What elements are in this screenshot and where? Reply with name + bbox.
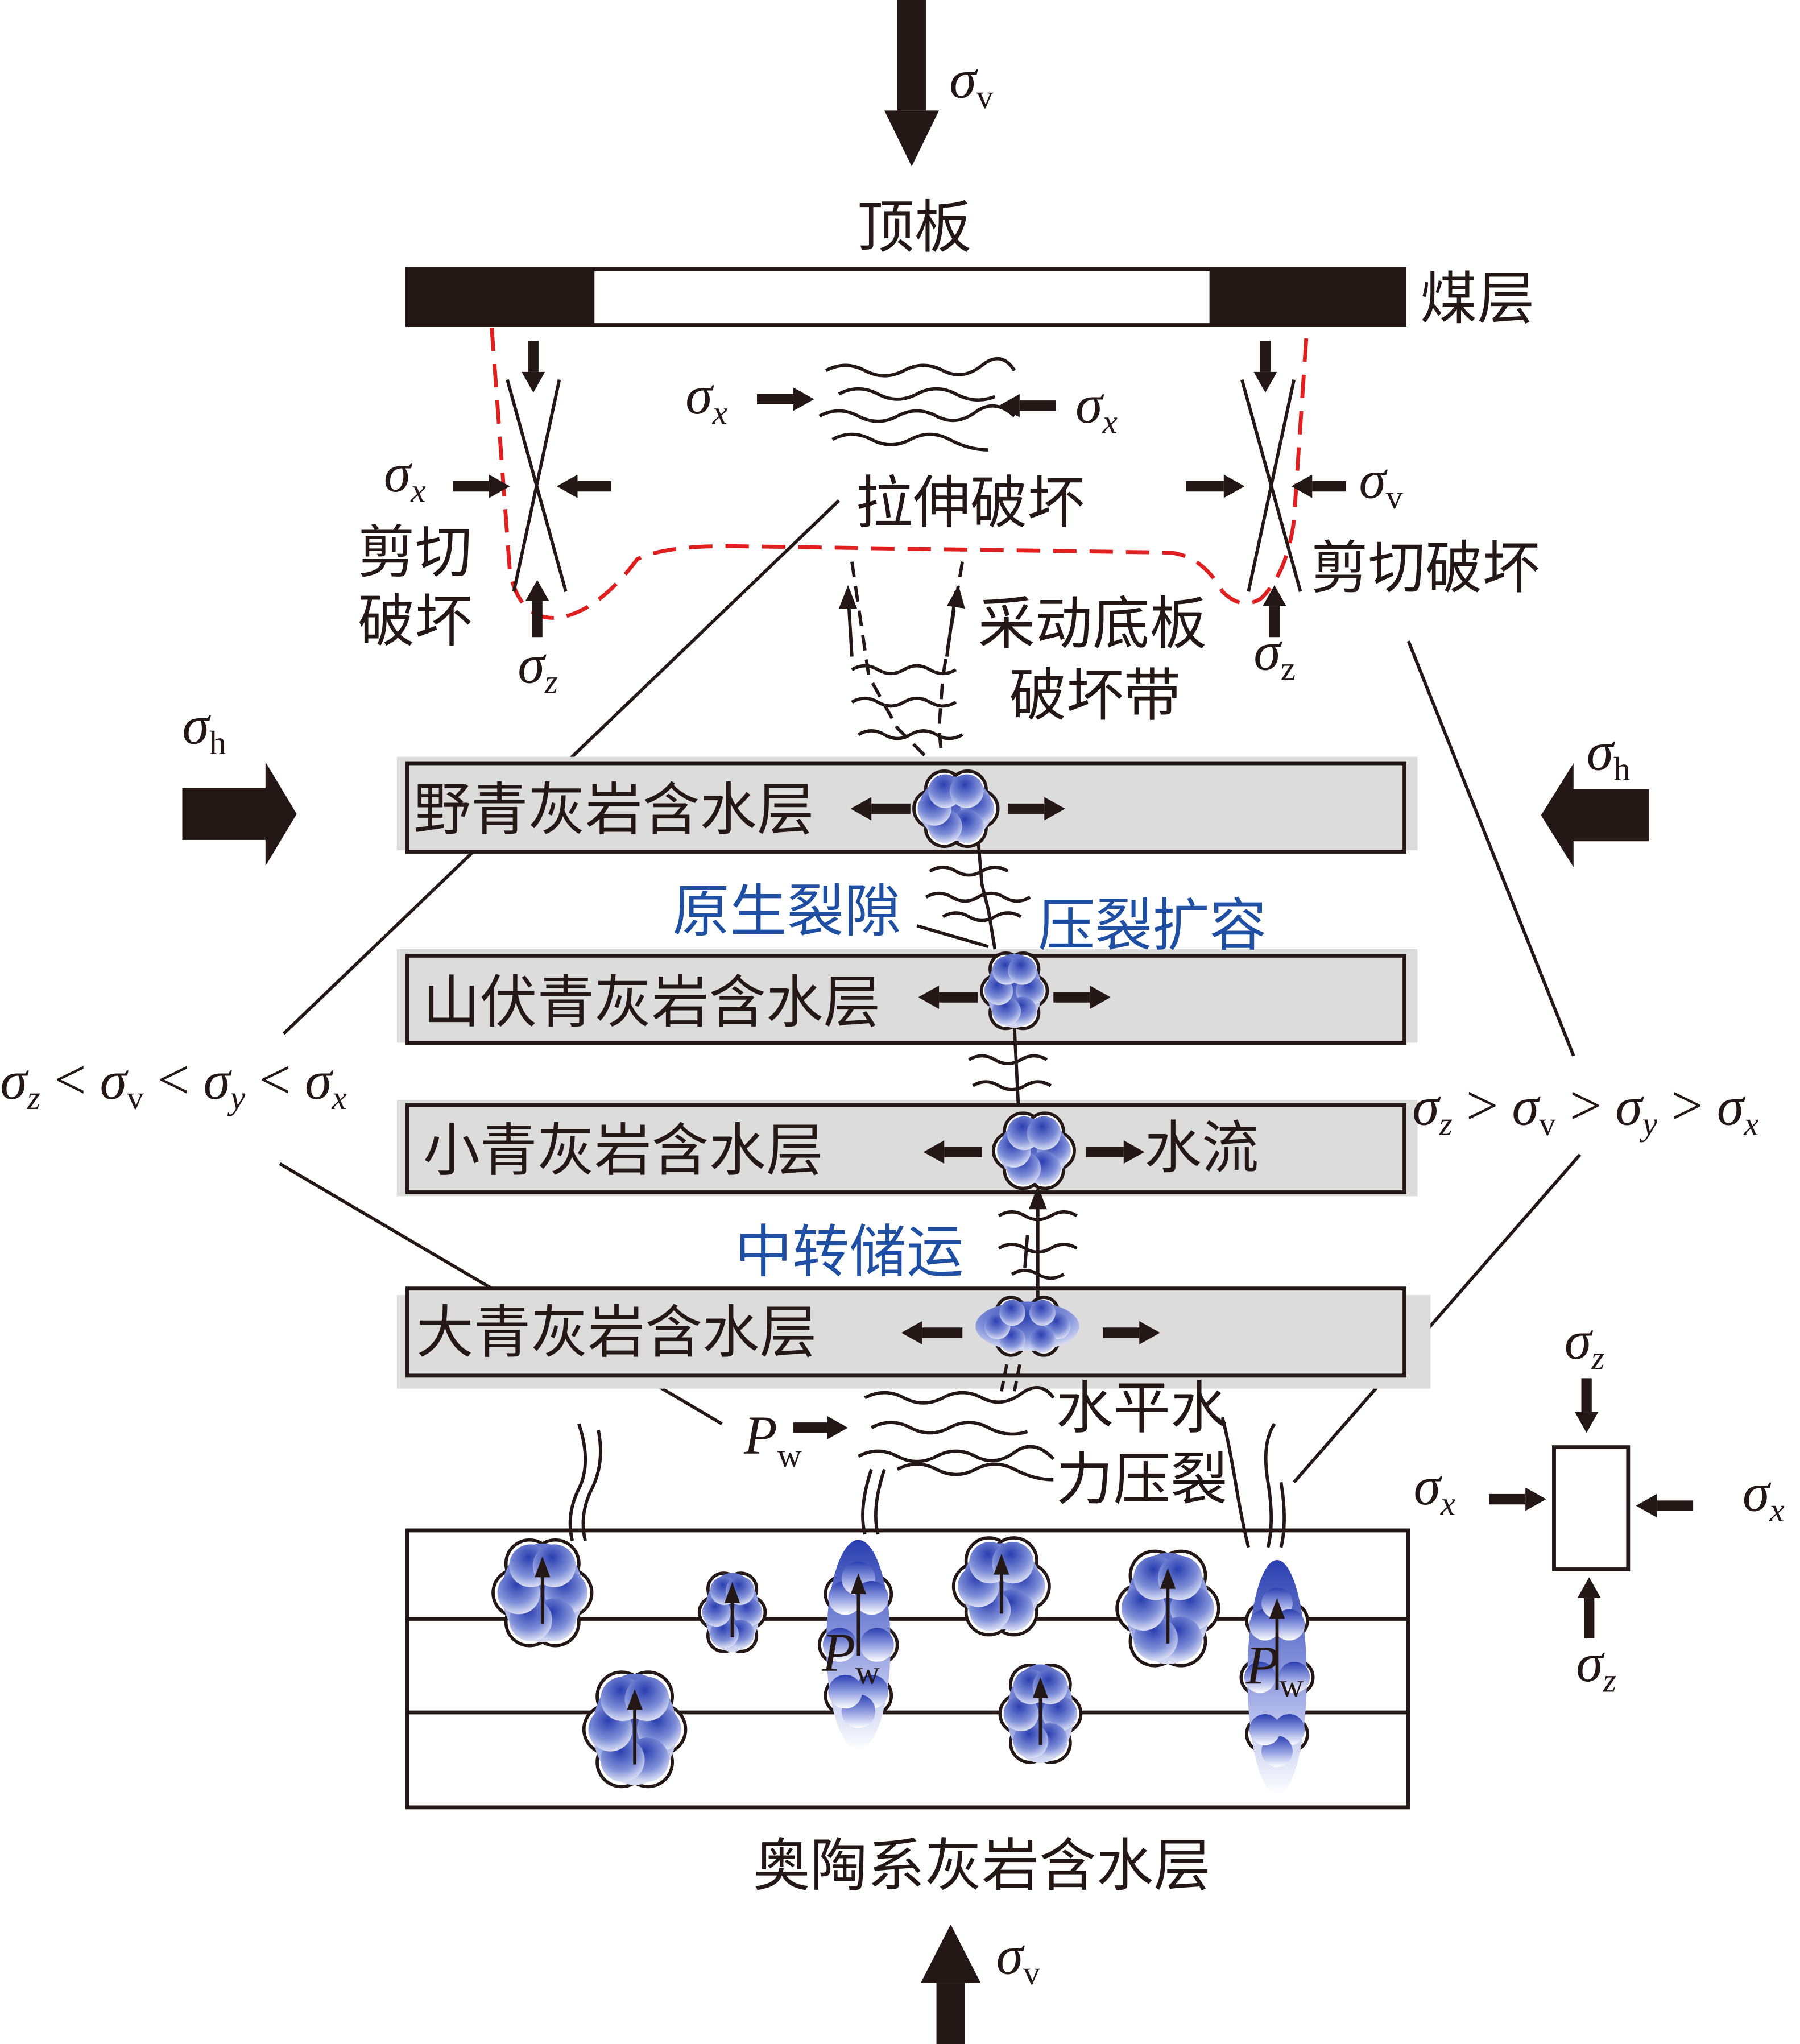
shear-right-label: 剪切破坏: [1311, 535, 1540, 601]
element-top-arrow-icon: [1575, 1378, 1599, 1433]
stress-element-box: [1552, 1445, 1631, 1571]
shear-left-right-arrow-icon: [556, 474, 611, 498]
failure-zone-boundary: [490, 327, 1309, 620]
upward-flow-arrow-icon: [850, 1573, 867, 1656]
water-cloud: [818, 1540, 899, 1750]
cloud-pw-label-2: Pw: [1245, 1635, 1304, 1704]
roof-label: 顶板: [857, 194, 971, 260]
tension-left-arrow-icon: [757, 387, 814, 411]
stress-bottom-label: σv: [996, 1925, 1040, 1992]
upward-flow-arrow-icon: [1160, 1568, 1176, 1644]
yeqing-flow-right-arrow-icon: [1008, 797, 1065, 821]
element-sigma-right: σx: [1743, 1462, 1785, 1529]
layer-label-daqing: 大青灰岩含水层: [416, 1300, 817, 1366]
upward-flow-arrow-icon: [627, 1689, 643, 1765]
element-sigma-bottom: σz: [1576, 1632, 1616, 1699]
shear-left-label-2: 破坏: [358, 588, 472, 655]
hydrofracture-cracks: [568, 1385, 1286, 1548]
yeqing-flow-left-arrow-icon: [850, 797, 911, 821]
shear-left-label-1: 剪切: [358, 519, 472, 586]
water-cloud: [1115, 1549, 1220, 1668]
daqing-flow-left-arrow-icon: [901, 1321, 963, 1344]
cloud-pw-label-1: Pw: [821, 1622, 880, 1691]
aquifer-layer-shanfuqing: [396, 949, 1418, 1045]
element-sigma-top: σz: [1565, 1310, 1604, 1376]
shear-right-left-arrow-icon: [1186, 474, 1245, 498]
frac-expansion-label: 压裂扩容: [1038, 892, 1267, 959]
water-pressure-label: Pw: [743, 1405, 802, 1474]
shear-right-sv-arrow-icon: [1291, 474, 1346, 498]
shear-cross-left: [506, 379, 568, 593]
floor-failure-channels: [839, 561, 965, 770]
water-cloud: [1239, 1559, 1315, 1795]
coal-seam: [405, 267, 1406, 327]
xiaoqing-flow-right-arrow-icon: [1086, 1140, 1145, 1164]
water-cloud: [582, 1670, 688, 1789]
water-cloud: [491, 1538, 594, 1648]
relay-storage-label: 中转储运: [735, 1219, 963, 1285]
shear-right-sigma-z: σz: [1253, 620, 1296, 687]
shear-right-sigma-v: σv: [1359, 449, 1403, 516]
ordovician-label: 奥陶系灰岩含水层: [753, 1832, 1211, 1899]
shear-right-sz-arrow-icon: [1263, 585, 1286, 638]
upward-flow-arrow-icon: [1032, 1677, 1049, 1745]
water-cloud: [697, 1571, 767, 1653]
water-cloud: [992, 1111, 1076, 1190]
shear-cross-right: [1240, 379, 1302, 593]
horizontal-stress-arrow-left: [182, 762, 297, 866]
tension-right-arrow-icon: [999, 394, 1056, 417]
daqing-flow-right-arrow-icon: [1103, 1321, 1160, 1344]
tension-sigma-left: σx: [685, 365, 727, 431]
water-cloud: [998, 1664, 1083, 1764]
water-cloud: [912, 769, 1000, 849]
water-flow-label: 水流: [1144, 1115, 1259, 1181]
interlayer-cracks: [916, 838, 1078, 1392]
shear-left-sz-arrow-icon: [525, 580, 549, 638]
hydrofrac-label-1: 水平水: [1056, 1375, 1228, 1441]
water-cloud: [975, 1296, 1079, 1357]
sigma-h-right-label: σh: [1587, 721, 1631, 787]
shear-left-sigma-x: σx: [384, 442, 426, 509]
layer-label-shanfuqing: 山伏青灰岩含水层: [423, 969, 880, 1036]
element-sigma-left: σx: [1414, 1455, 1456, 1522]
water-cloud: [951, 1536, 1051, 1637]
floor-zone-label-1: 采动底板: [978, 591, 1207, 657]
shear-left-top-arrow-icon: [522, 341, 545, 393]
coal-seam-label: 煤层: [1420, 266, 1534, 332]
upward-flow-arrow-icon: [724, 1582, 740, 1637]
layer-label-xiaoqing: 小青灰岩含水层: [423, 1118, 823, 1184]
element-right-arrow-icon: [1636, 1493, 1694, 1518]
shear-right-top-arrow-icon: [1253, 341, 1277, 393]
water-cloud: [979, 951, 1049, 1031]
element-left-arrow-icon: [1489, 1487, 1546, 1511]
stress-top-label: σv: [949, 48, 993, 115]
upward-flow-arrow-icon: [535, 1556, 551, 1624]
floor-zone-label-2: 破坏带: [1009, 662, 1181, 729]
hydrofrac-label-2: 力压裂: [1056, 1446, 1228, 1513]
aquifer-layer-xiaoqing: [396, 1100, 1418, 1197]
tension-cracks: [818, 357, 1016, 452]
shear-left-sigma-z: σz: [518, 634, 557, 700]
shanfu-flow-left-arrow-icon: [918, 985, 978, 1009]
xiaoqing-flow-left-arrow-icon: [923, 1140, 982, 1164]
inequality-right: σz > σv > σy > σx: [1412, 1074, 1758, 1147]
vertical-stress-arrow-bottom: [921, 1924, 981, 2044]
shanfu-flow-right-arrow-icon: [1053, 985, 1111, 1009]
upward-flow-arrow-icon: [1269, 1598, 1285, 1690]
layer-label-yeqing: 野青灰岩含水层: [413, 777, 814, 843]
sigma-h-left-label: σh: [182, 695, 226, 762]
tension-failure-label: 拉伸破坏: [856, 470, 1085, 536]
primary-fracture-label: 原生裂隙: [672, 878, 901, 945]
upward-flow-arrow-icon: [994, 1554, 1009, 1614]
shear-left-sx-arrow-icon: [453, 474, 510, 498]
vertical-stress-arrow-top: [884, 0, 940, 167]
element-bottom-arrow-icon: [1577, 1577, 1601, 1638]
horizontal-stress-arrow-right: [1541, 763, 1649, 867]
pw-arrow-icon: [793, 1416, 849, 1439]
inequality-left: σz < σv < σy < σx: [0, 1048, 346, 1121]
tension-sigma-right: σx: [1075, 374, 1118, 440]
